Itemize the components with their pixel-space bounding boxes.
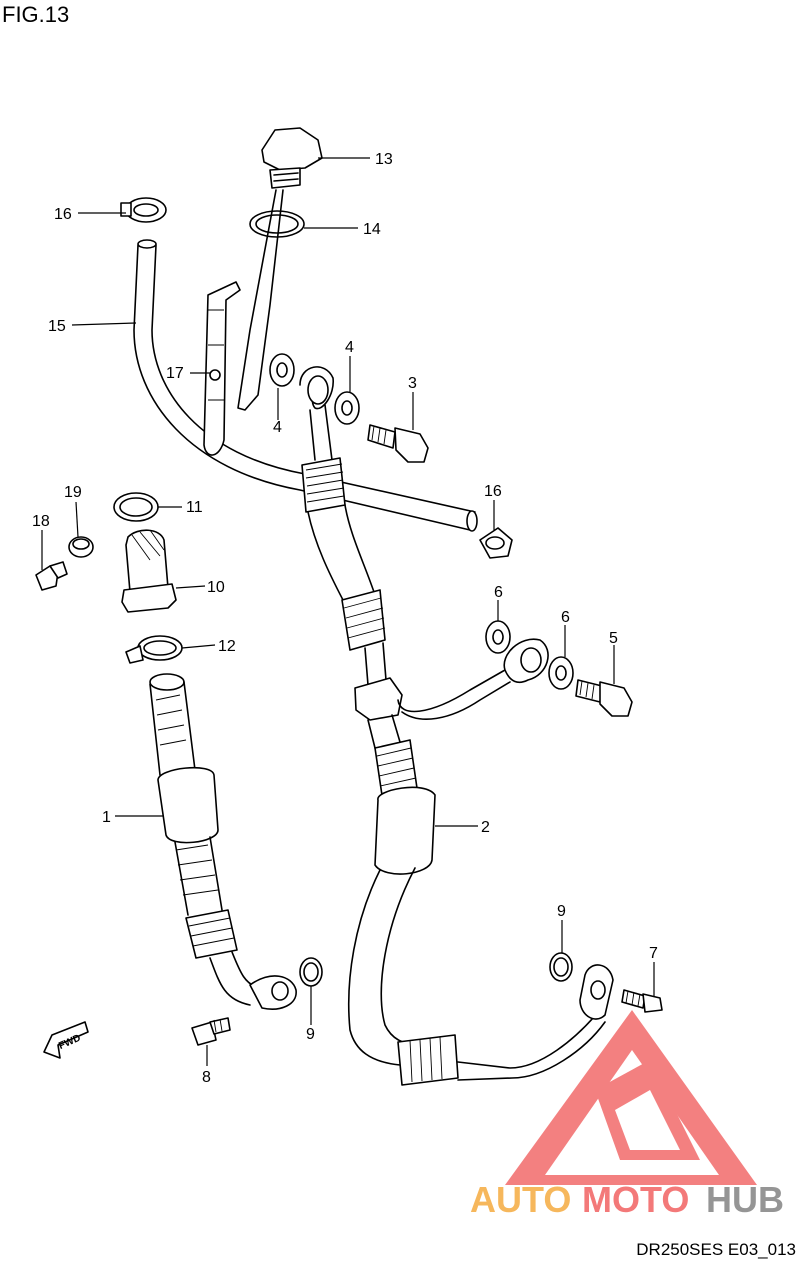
clamp-16-top: [120, 197, 167, 223]
washer-4-left: [269, 353, 295, 387]
callout-6-right: 6: [561, 609, 570, 626]
watermark-text-moto: MOTO: [582, 1179, 689, 1220]
callout-8: 8: [202, 1069, 211, 1086]
washer-6-left: [485, 620, 511, 654]
bolt-8: [191, 1017, 231, 1046]
watermark-text-auto: AUTO: [470, 1179, 571, 1220]
oil-cooler-union-10: [121, 529, 177, 613]
callout-13: 13: [375, 151, 393, 168]
callout-14: 14: [363, 221, 381, 238]
oil-hose-2: [299, 366, 614, 1086]
breather-hose: [133, 239, 478, 532]
o-ring-9-left: [299, 957, 323, 987]
callout-16-top: 16: [54, 206, 72, 223]
dipstick: [237, 189, 284, 411]
callout-11: 11: [186, 499, 203, 516]
watermark-logo: [505, 1010, 757, 1185]
callout-12: 12: [218, 638, 236, 655]
callout-1: 1: [102, 809, 111, 826]
o-ring-11: [113, 492, 159, 522]
watermark-text-hub: HUB: [706, 1179, 784, 1220]
callout-9-left: 9: [306, 1026, 315, 1043]
figure-title: FIG.13: [2, 2, 70, 27]
figure-code: DR250SES E03_013: [636, 1240, 796, 1259]
callout-19: 19: [64, 484, 82, 501]
bolt-7: [621, 989, 663, 1013]
clamp-16-right: [479, 527, 513, 559]
fwd-arrow-icon: FWD: [43, 1021, 89, 1059]
callout-10: 10: [207, 579, 225, 596]
callout-leaders: [41, 157, 655, 1066]
callout-2: 2: [481, 819, 490, 836]
callout-labels: 13 16 14 15 4 17 3 4 19 11 16 18 10 6 6 …: [32, 151, 658, 1086]
cap-19: [68, 536, 94, 558]
callout-18: 18: [32, 513, 50, 530]
callout-9-right: 9: [557, 903, 566, 920]
callout-16-right: 16: [484, 483, 502, 500]
clamp-12: [125, 635, 183, 664]
oil-hose-1: [149, 673, 297, 1010]
bracket-17: [203, 281, 241, 456]
oil-filler-cap: [261, 127, 323, 189]
union-bolt-5: [575, 679, 633, 717]
callout-5: 5: [609, 630, 618, 647]
plug-18: [35, 561, 68, 591]
callout-4-lower: 4: [273, 419, 282, 436]
union-bolt-3: [367, 424, 429, 463]
callout-3: 3: [408, 375, 417, 392]
callout-6-left: 6: [494, 584, 503, 601]
callout-17: 17: [166, 365, 184, 382]
callout-7: 7: [649, 945, 658, 962]
callout-4-upper: 4: [345, 339, 354, 356]
washer-4-right: [334, 391, 360, 425]
oil-hose-branch: [397, 638, 549, 720]
washer-6-right: [548, 656, 574, 690]
o-ring-9-right: [549, 952, 573, 982]
o-ring-14: [249, 210, 305, 238]
callout-15: 15: [48, 318, 66, 335]
